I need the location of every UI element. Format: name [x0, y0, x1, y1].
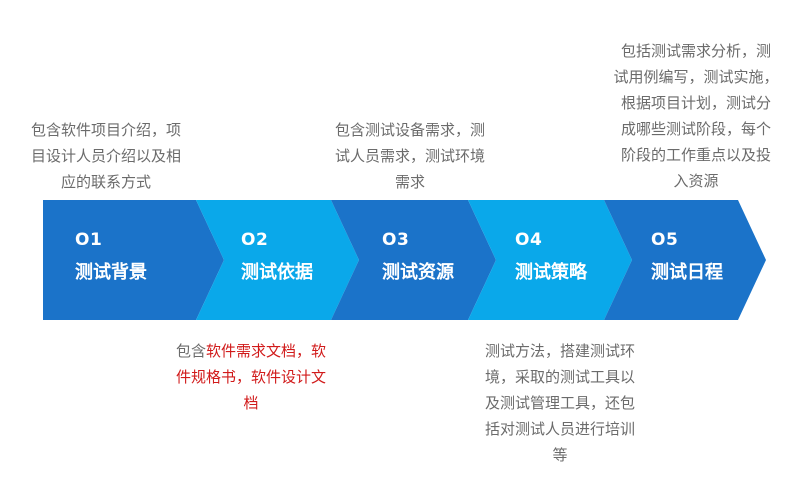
- step-01-title: 测试背景: [75, 262, 147, 283]
- desc-line: 境，采取的测试工具以: [484, 368, 635, 386]
- desc-line: 入资源: [673, 172, 719, 190]
- desc-line: 测试方法，搭建测试环: [484, 342, 635, 360]
- desc-line: 包含软件需求文档，软: [153, 338, 349, 364]
- step-04-title: 测试策略: [515, 262, 587, 283]
- desc-line: 等: [552, 446, 568, 464]
- desc-line: 成哪些测试阶段，每个: [620, 120, 771, 138]
- desc-line: 包含软件项目介绍，项: [30, 121, 181, 139]
- step-03-title: 测试资源: [382, 262, 454, 283]
- step-04-label: O4 测试策略: [515, 232, 587, 282]
- desc-line: 包括测试需求分析，测: [620, 42, 771, 60]
- desc-line: 试人员需求，测试环境: [334, 147, 485, 165]
- step-05-title: 测试日程: [651, 262, 723, 283]
- desc-line: 试用例编写，测试实施，: [613, 68, 779, 86]
- step-04-number: O4: [515, 230, 543, 250]
- desc-line: 根据项目计划，测试分: [620, 94, 771, 112]
- step-01-number: O1: [75, 230, 103, 250]
- desc-line: 包含测试设备需求，测: [334, 121, 485, 139]
- desc-line: 阶段的工作重点以及投: [620, 146, 771, 164]
- desc-line: 应的联系方式: [60, 173, 151, 191]
- desc-highlight-line: 档: [243, 394, 259, 412]
- step-01-label: O1 测试背景: [75, 232, 147, 282]
- desc-highlight-text: 软件需求文档，软: [206, 342, 327, 360]
- step-05-arrow-segment: [604, 200, 766, 320]
- step-05-description: 包括测试需求分析，测 试用例编写，测试实施， 根据项目计划，测试分 成哪些测试阶…: [596, 38, 796, 194]
- step-02-title: 测试依据: [241, 262, 313, 283]
- step-02-label: O2 测试依据: [241, 232, 313, 282]
- step-02-arrow-segment: [196, 200, 359, 320]
- step-05-label: O5 测试日程: [651, 232, 723, 282]
- step-02-description: 包含软件需求文档，软 件规格书，软件设计文 档: [153, 338, 349, 416]
- step-01-arrow-segment: [43, 200, 224, 320]
- step-05-number: O5: [651, 230, 679, 250]
- desc-line: 括对测试人员进行培训: [484, 420, 635, 438]
- step-04-arrow-segment: [468, 200, 632, 320]
- desc-highlight-line: 件规格书，软件设计文: [175, 368, 326, 386]
- desc-line: 目设计人员介绍以及相: [30, 147, 181, 165]
- desc-line: 及测试管理工具，还包: [484, 394, 635, 412]
- step-04-description: 测试方法，搭建测试环 境，采取的测试工具以 及测试管理工具，还包 括对测试人员进…: [462, 338, 658, 468]
- step-03-label: O3 测试资源: [382, 232, 454, 282]
- step-01-description: 包含软件项目介绍，项 目设计人员介绍以及相 应的联系方式: [8, 117, 204, 195]
- step-03-number: O3: [382, 230, 410, 250]
- desc-plain-text: 包含: [175, 342, 206, 360]
- step-03-description: 包含测试设备需求，测 试人员需求，测试环境 需求: [312, 117, 508, 195]
- step-02-number: O2: [241, 230, 269, 250]
- step-03-arrow-segment: [331, 200, 496, 320]
- desc-line: 需求: [394, 173, 425, 191]
